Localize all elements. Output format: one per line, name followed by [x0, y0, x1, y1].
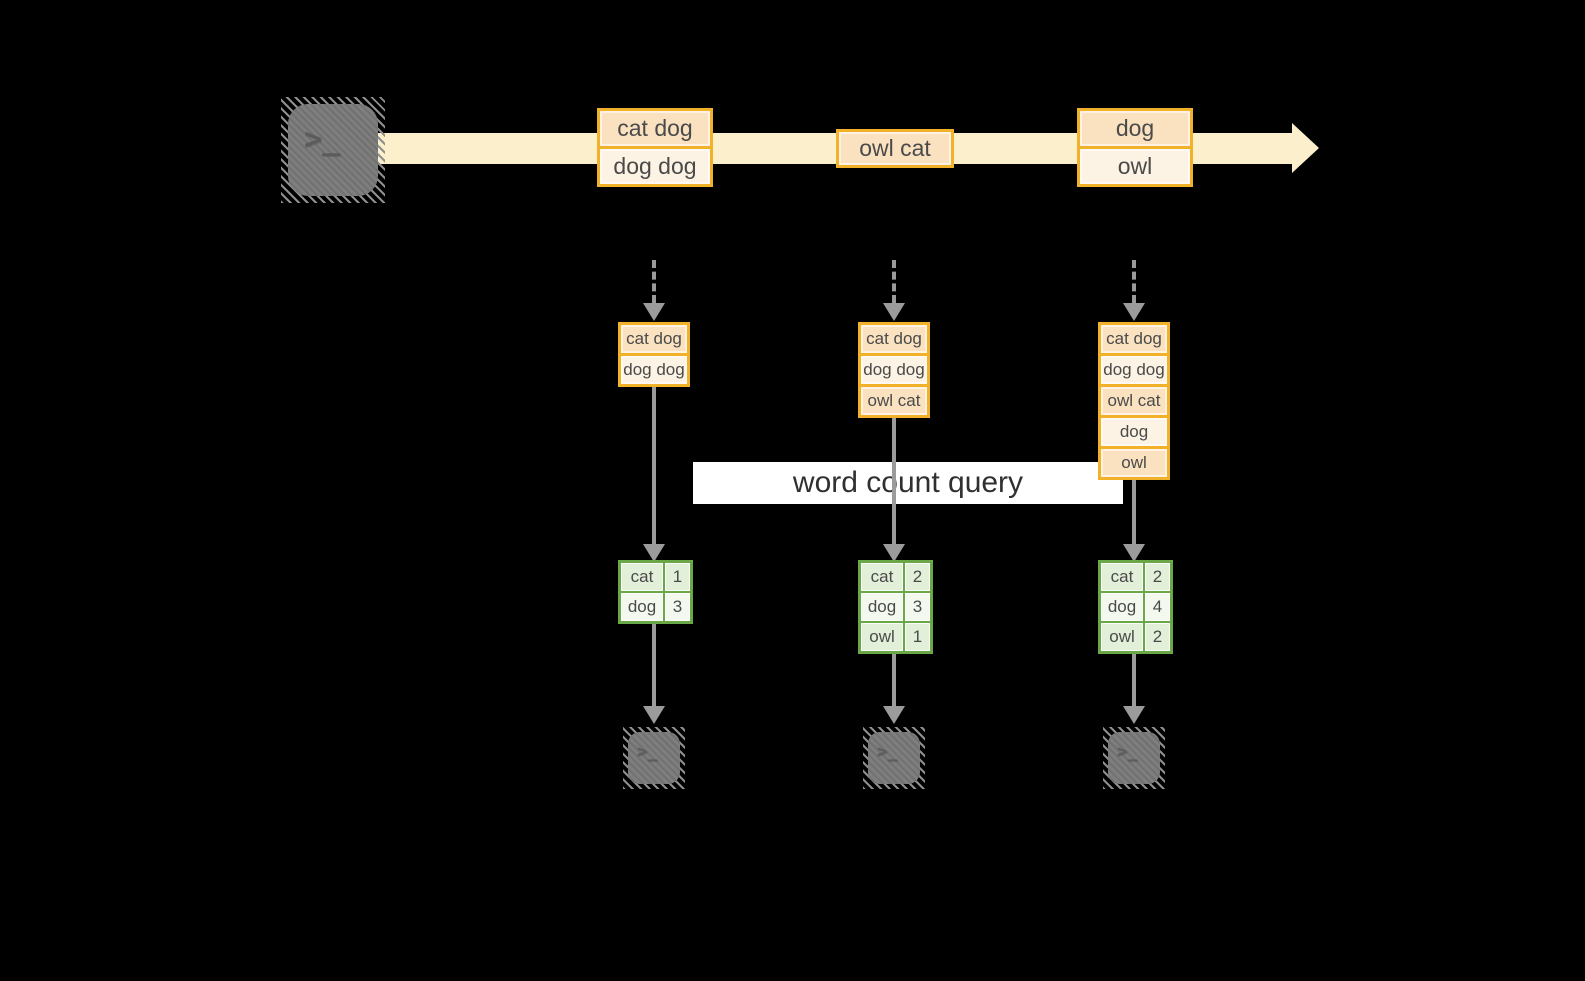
- result-word-cell: cat: [1101, 563, 1143, 591]
- stream-event-3-row-2: owl: [1080, 149, 1190, 184]
- query-arrowhead-3-icon: [1123, 544, 1145, 562]
- stream-event-1-row-1: cat dog: [600, 111, 710, 146]
- result-word-cell: owl: [1101, 623, 1143, 651]
- terminal-output-3-icon-body: >_: [1108, 732, 1160, 784]
- terminal-output-2-icon: >_: [863, 727, 925, 789]
- query-line-3: [1132, 476, 1136, 546]
- input-table-3-row: owl: [1101, 449, 1167, 477]
- terminal-prompt-glyph: >_: [877, 742, 898, 762]
- result-count-cell: 2: [905, 563, 930, 591]
- trigger-arrowhead-3-icon: [1123, 303, 1145, 321]
- terminal-output-2-icon-body: >_: [868, 732, 920, 784]
- result-table-1: cat 1 dog 3: [618, 560, 693, 624]
- result-count-cell: 2: [1145, 623, 1170, 651]
- result-count-cell: 1: [665, 563, 690, 591]
- output-arrowhead-3-icon: [1123, 706, 1145, 724]
- terminal-prompt-glyph: >_: [1117, 742, 1138, 762]
- input-table-3-row: owl cat: [1101, 387, 1167, 415]
- query-arrowhead-2-icon: [883, 544, 905, 562]
- result-word-cell: cat: [861, 563, 903, 591]
- input-table-3-row: dog: [1101, 418, 1167, 446]
- trigger-dashed-line-2: [892, 260, 896, 303]
- result-table-3: cat 2 dog 4 owl 2: [1098, 560, 1173, 654]
- query-line-1: [652, 386, 656, 546]
- input-table-3: cat dog dog dog owl cat dog owl: [1098, 322, 1170, 480]
- input-table-1-row: dog dog: [621, 356, 687, 384]
- result-count-cell: 4: [1145, 593, 1170, 621]
- result-word-cell: cat: [621, 563, 663, 591]
- terminal-prompt-glyph: >_: [637, 742, 658, 762]
- terminal-source-icon: >_: [281, 97, 385, 203]
- result-count-cell: 3: [665, 593, 690, 621]
- input-table-3-row: cat dog: [1101, 325, 1167, 353]
- output-line-3: [1132, 654, 1136, 706]
- trigger-arrowhead-1-icon: [643, 303, 665, 321]
- result-word-cell: owl: [861, 623, 903, 651]
- trigger-arrowhead-2-icon: [883, 303, 905, 321]
- output-line-2: [892, 654, 896, 706]
- stream-event-1: cat dog dog dog: [597, 108, 713, 187]
- input-table-1-row: cat dog: [621, 325, 687, 353]
- result-word-cell: dog: [621, 593, 663, 621]
- terminal-output-1-icon: >_: [623, 727, 685, 789]
- output-arrowhead-2-icon: [883, 706, 905, 724]
- input-table-2: cat dog dog dog owl cat: [858, 322, 930, 418]
- output-line-1: [652, 624, 656, 706]
- input-table-3-row: dog dog: [1101, 356, 1167, 384]
- input-table-1: cat dog dog dog: [618, 322, 690, 387]
- result-word-cell: dog: [861, 593, 903, 621]
- stream-timeline-arrowhead-icon: [1292, 123, 1319, 173]
- stream-event-2-row-1: owl cat: [839, 132, 951, 165]
- query-line-2: [892, 416, 896, 546]
- query-arrowhead-1-icon: [643, 544, 665, 562]
- result-word-cell: dog: [1101, 593, 1143, 621]
- result-count-cell: 2: [1145, 563, 1170, 591]
- terminal-output-3-icon: >_: [1103, 727, 1165, 789]
- terminal-output-1-icon-body: >_: [628, 732, 680, 784]
- result-count-cell: 1: [905, 623, 930, 651]
- query-label-strip: word count query: [693, 462, 1123, 504]
- stream-event-3-row-1: dog: [1080, 111, 1190, 146]
- input-table-2-row: owl cat: [861, 387, 927, 415]
- stream-event-1-row-2: dog dog: [600, 149, 710, 184]
- terminal-source-icon-body: >_: [288, 104, 378, 196]
- result-count-cell: 3: [905, 593, 930, 621]
- stream-event-2: owl cat: [836, 129, 954, 168]
- output-arrowhead-1-icon: [643, 706, 665, 724]
- input-table-2-row: cat dog: [861, 325, 927, 353]
- query-label: word count query: [792, 466, 1024, 499]
- trigger-dashed-line-1: [652, 260, 656, 303]
- input-table-2-row: dog dog: [861, 356, 927, 384]
- result-table-2: cat 2 dog 3 owl 1: [858, 560, 933, 654]
- stream-event-3: dog owl: [1077, 108, 1193, 187]
- terminal-prompt-glyph: >_: [304, 122, 341, 157]
- trigger-dashed-line-3: [1132, 260, 1136, 303]
